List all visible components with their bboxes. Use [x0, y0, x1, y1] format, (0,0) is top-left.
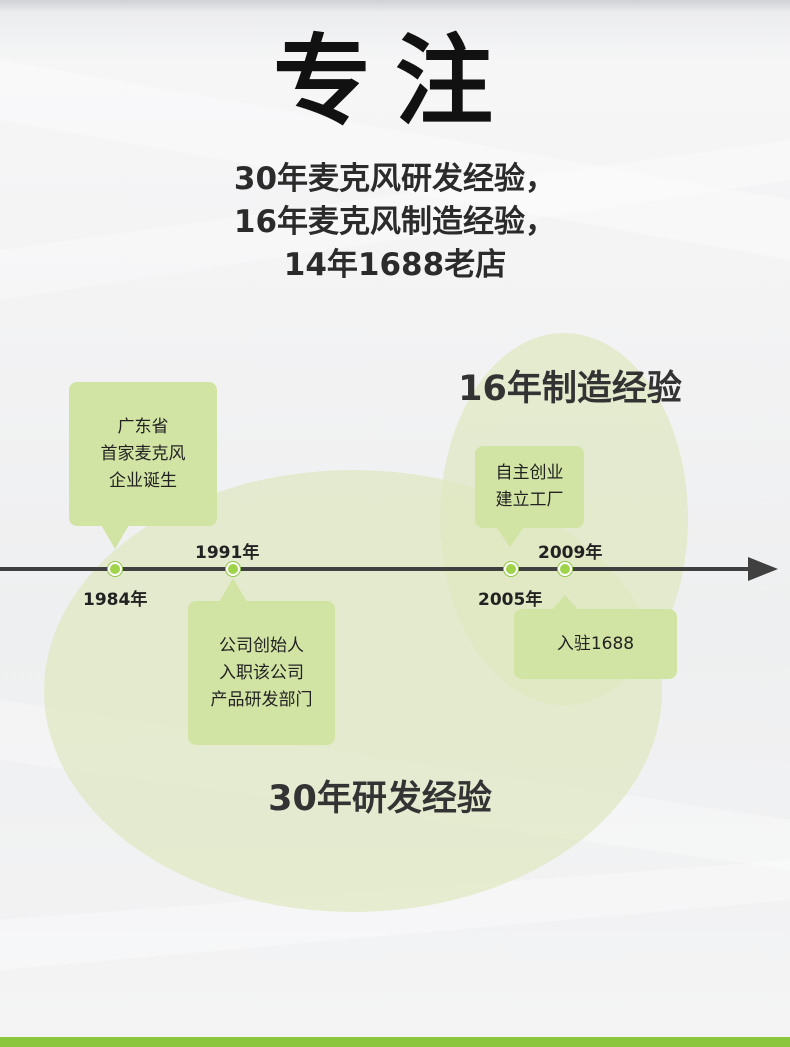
top-bar: [0, 0, 790, 14]
event-2009-pointer: [551, 595, 579, 611]
subtitle-line-3: 14年1688老店: [283, 247, 507, 283]
year-label-2009: 2009年: [538, 543, 603, 563]
event-2009-line-1: 入驻1688: [556, 633, 635, 654]
event-1991-line-2: 入职该公司: [219, 662, 304, 683]
event-box-2009: 入驻1688: [514, 609, 677, 679]
bottom-accent-bar: [0, 1037, 790, 1047]
manufacturing-experience-label: 16年制造经验: [458, 369, 682, 409]
event-2005-line-1: 自主创业: [495, 463, 564, 483]
event-box-1984: 广东省 首家麦克风 企业诞生: [69, 382, 217, 526]
subtitle: 30年麦克风研发经验， 16年麦克风制造经验， 14年1688老店: [0, 158, 790, 287]
subtitle-line-1: 30年麦克风研发经验，: [233, 161, 557, 197]
timeline-line: [0, 567, 752, 571]
year-label-1984: 1984年: [83, 590, 148, 610]
timeline-dot-2009: [558, 562, 572, 576]
event-1991-pointer: [219, 578, 247, 602]
page-title: 专注: [272, 25, 517, 139]
event-1984-line-1: 广东省: [117, 416, 169, 437]
event-1991-line-3: 产品研发部门: [210, 689, 313, 710]
event-1991-line-1: 公司创始人: [219, 635, 304, 656]
event-1984-pointer: [101, 525, 129, 549]
year-label-1991: 1991年: [195, 543, 260, 563]
event-2005-line-2: 建立工厂: [495, 490, 564, 510]
timeline-arrow-icon: [748, 557, 778, 581]
research-experience-label: 30年研发经验: [268, 779, 492, 819]
event-box-1991: 公司创始人 入职该公司 产品研发部门: [188, 601, 335, 745]
timeline-dot-1991: [226, 562, 240, 576]
event-1984-line-2: 首家麦克风: [100, 443, 186, 464]
event-2005-pointer: [496, 527, 524, 547]
subtitle-line-2: 16年麦克风制造经验，: [233, 204, 557, 240]
year-label-2005: 2005年: [478, 590, 543, 610]
timeline-dot-1984: [108, 562, 122, 576]
event-1984-line-3: 企业诞生: [109, 470, 177, 491]
timeline-dot-2005: [504, 562, 518, 576]
event-box-2005: 自主创业 建立工厂: [475, 446, 584, 528]
